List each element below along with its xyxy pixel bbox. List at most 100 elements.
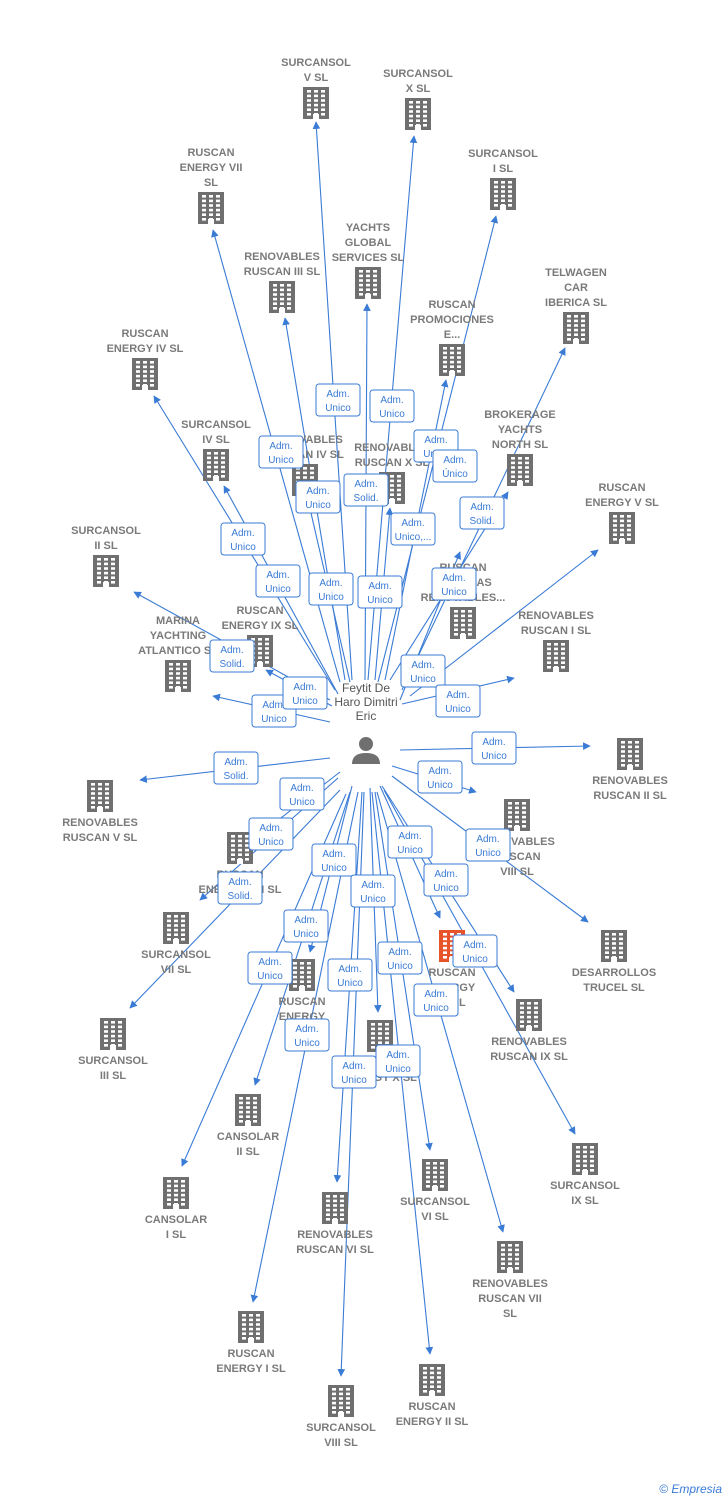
building-icon xyxy=(235,1094,261,1126)
badge-label: Solid. xyxy=(223,771,248,782)
relationship-badge[interactable]: Adm.Solid. xyxy=(217,871,263,905)
badge-label: Adm. xyxy=(326,389,349,400)
relationship-badge[interactable]: Adm.Unico xyxy=(452,934,498,968)
relationship-badge[interactable]: Adm.Unico,... xyxy=(390,512,436,546)
badge-label: Adm. xyxy=(361,880,384,891)
badge-label: Unico xyxy=(292,696,318,707)
relationship-badge[interactable]: Adm.Único xyxy=(432,449,478,483)
relationship-badge[interactable]: Adm.Unico xyxy=(357,575,403,609)
relationship-badge[interactable]: Adm.Solid. xyxy=(213,751,259,785)
building-icon xyxy=(422,1159,448,1191)
relationship-badge[interactable]: Adm.Unico xyxy=(279,777,325,811)
relationship-badge[interactable]: Adm.Unico xyxy=(413,983,459,1017)
relationship-badge[interactable]: Adm.Unico xyxy=(295,480,341,514)
relationship-badge[interactable]: Adm.Unico xyxy=(400,654,446,688)
relationship-badge[interactable]: Adm.Unico xyxy=(369,389,415,423)
company-label: SURCANSOL xyxy=(306,1422,376,1434)
relationship-badge[interactable]: Adm.Unico xyxy=(248,817,294,851)
badge-label: Solid. xyxy=(227,891,252,902)
company-label: RENOVABLES xyxy=(518,610,594,622)
relationship-badge[interactable]: Adm.Solid. xyxy=(343,473,389,507)
badge-label: Adm. xyxy=(231,528,254,539)
relationship-badge[interactable]: Adm.Solid. xyxy=(459,496,505,530)
relationship-badge[interactable]: Adm.Unico xyxy=(308,572,354,606)
badge-label: Unico xyxy=(475,848,501,859)
relationship-badge[interactable]: Adm.Unico xyxy=(282,676,328,710)
company-label: RUSCAN xyxy=(278,996,325,1008)
relationship-badge[interactable]: Adm. Unico xyxy=(387,825,433,859)
relationship-badge[interactable]: Adm.Unico xyxy=(284,1018,330,1052)
relationship-badge[interactable]: Adm.Unico xyxy=(258,435,304,469)
relationship-badge[interactable]: Adm.Unico xyxy=(247,951,293,985)
relationship-badge[interactable]: Adm.Unico xyxy=(220,522,266,556)
building-icon xyxy=(163,912,189,944)
person-name-line: Eric xyxy=(356,709,377,723)
relationship-badge[interactable]: Adm.Unico xyxy=(350,874,396,908)
company-node-n8[interactable]: RUSCANPROMOCIONESE... xyxy=(410,299,494,376)
relationship-badge[interactable]: Adm.Unico xyxy=(327,958,373,992)
relationship-badge[interactable]: Adm. Unico xyxy=(465,828,511,862)
badge-label: Único xyxy=(442,467,468,480)
building-icon xyxy=(563,312,589,344)
building-icon xyxy=(93,555,119,587)
badge-label: Unico xyxy=(337,978,363,989)
company-label: II SL xyxy=(94,540,118,552)
relationship-badge[interactable]: Adm.Unico xyxy=(377,941,423,975)
company-label: RENOVABLES xyxy=(297,1229,373,1241)
badge-label: Adm. xyxy=(398,831,421,842)
company-label: SURCANSOL xyxy=(181,419,251,431)
relationship-badge[interactable]: Adm.Unico xyxy=(423,863,469,897)
relationship-badge[interactable]: Adm.Unico xyxy=(255,564,301,598)
company-label: ATLANTICO SL xyxy=(138,645,218,657)
relationship-badge[interactable]: Adm.Unico xyxy=(283,909,329,943)
relationship-badge[interactable]: Adm.Solid. xyxy=(209,639,255,673)
relationship-badge[interactable]: Adm.Unico xyxy=(431,567,477,601)
company-label: E... xyxy=(444,329,461,341)
relationship-badge[interactable]: Adm.Unico xyxy=(471,731,517,765)
relationship-badge[interactable]: Adm.Unico xyxy=(331,1055,377,1089)
footer-brand[interactable]: © Empresia xyxy=(659,1482,722,1496)
company-label: RUSCAN V SL xyxy=(63,832,138,844)
company-label: RUSCAN VII xyxy=(478,1293,542,1305)
relationship-badge[interactable]: Adm.Unico xyxy=(375,1044,421,1078)
relationship-badge[interactable]: Adm.Unico xyxy=(435,684,481,718)
relationship-badge[interactable]: Adm.Unico xyxy=(315,383,361,417)
relationship-badge[interactable]: Adm.Unico xyxy=(311,843,357,877)
company-label: RUSCAN xyxy=(428,967,475,979)
badge-label: Adm. xyxy=(476,834,499,845)
badge-label: Unico xyxy=(397,845,423,856)
relationship-badge[interactable]: Adm.Unico xyxy=(417,760,463,794)
badge-label: Unico xyxy=(379,409,405,420)
badge-label: Adm. xyxy=(386,1050,409,1061)
